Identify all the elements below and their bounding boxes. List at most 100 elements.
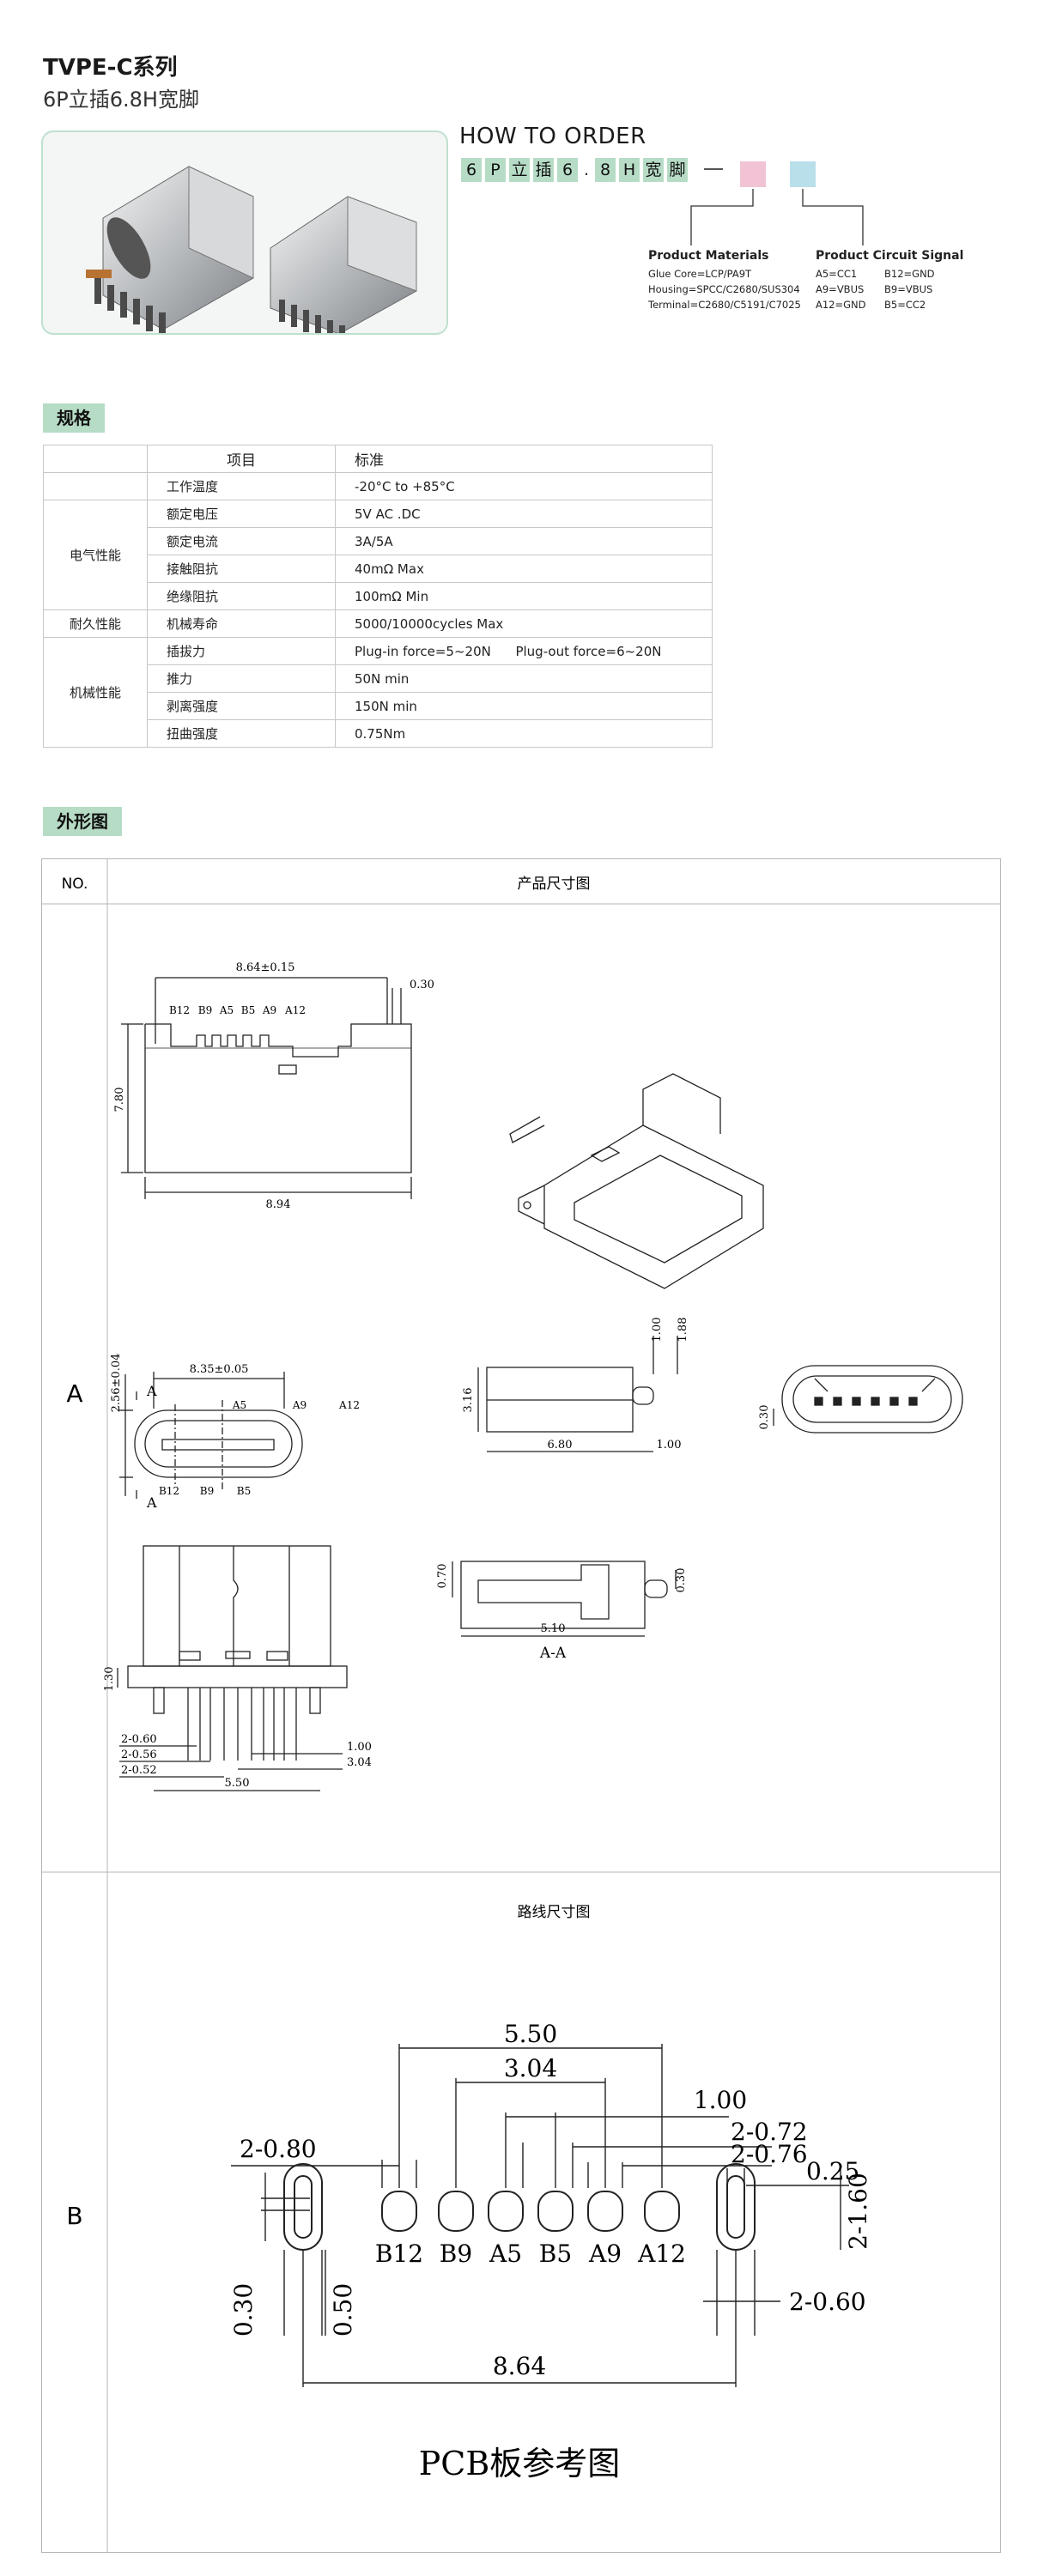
circuit-line: B12=GND	[884, 268, 935, 280]
b-title: 路线尺寸图	[518, 1904, 591, 1921]
spec-item: 工作温度	[147, 472, 336, 500]
a-top-pin-label: B5	[241, 1004, 255, 1016]
spec-item: 推力	[147, 664, 336, 693]
table-row: 工作温度 -20°C to +85°C	[43, 472, 713, 500]
pcb-caption: PCB板参考图	[419, 2445, 621, 2482]
a-front-top-pin: A12	[338, 1399, 360, 1411]
spec-item: 额定电压	[147, 500, 336, 528]
spec-item: 接触阻抗	[147, 555, 336, 583]
a-end-view	[773, 1365, 963, 1433]
materials-list: Glue Core=LCP/PA9T Housing=SPCC/C2680/SU…	[648, 266, 801, 312]
table-row: 耐久性能 机械寿命 5000/10000cycles Max	[43, 609, 713, 638]
spec-item: 扭曲强度	[147, 719, 336, 748]
table-row: 绝缘阻抗 100mΩ Min	[44, 582, 713, 610]
b-pin-label: A12	[637, 2240, 686, 2268]
spec-value: -20°C to +85°C	[335, 472, 713, 500]
spec-value: 3A/5A	[335, 527, 713, 555]
circuit-col2: B12=GND B9=VBUS B5=CC2	[884, 266, 935, 312]
a-dim-bottom-d5: 3.04	[347, 1756, 372, 1769]
b-pin-label: B5	[539, 2240, 572, 2268]
a-side-view	[477, 1336, 678, 1452]
a-dim-front-width: 8.35±0.05	[190, 1363, 249, 1376]
a-top-view	[121, 977, 412, 1199]
spec-value: 50N min	[335, 664, 713, 693]
spec-value: Plug-in force=5~20N Plug-out force=6~20N	[335, 637, 713, 665]
col-no-header: NO.	[62, 876, 88, 893]
b-dim-025: 0.25	[806, 2157, 859, 2185]
circuit-col1: A5=CC1 A9=VBUS A12=GND	[816, 266, 866, 312]
a-iso-view	[509, 1073, 764, 1289]
b-dim-072: 2-0.72	[731, 2118, 808, 2146]
b-pin-label: A5	[489, 2240, 522, 2268]
spec-group-electrical: 电气性能	[43, 500, 148, 610]
a-front-bottom-pin: B9	[200, 1485, 214, 1497]
a-dim-top-width: 8.64±0.15	[236, 961, 295, 974]
drawing-table: NO. 产品尺寸图 A B 8.64±0.15 0.30 B12 B9 A5 B…	[41, 858, 1001, 2553]
b-dim-550: 5.50	[504, 2020, 557, 2048]
a-dim-bottom-d3: 2-0.52	[121, 1764, 157, 1777]
spec-header-row: 项目 标准	[43, 445, 713, 473]
a-dim-side-height: 3.16	[462, 1388, 475, 1413]
table-row: 剥离强度 150N min	[44, 692, 713, 720]
materials-line: Housing=SPCC/C2680/SUS304	[648, 283, 800, 295]
a-bottom-view	[117, 1545, 348, 1791]
materials-heading: Product Materials	[648, 249, 769, 263]
circuit-line: A5=CC1	[816, 268, 858, 280]
a-front-bottom-pin: B5	[237, 1485, 251, 1497]
b-dim-060: 2-0.60	[789, 2288, 866, 2316]
b-dims: 5.50 3.04 1.00 2-0.72 2-0.76 2-0.80 0.25…	[229, 2020, 872, 2380]
order-code-char: 8	[595, 158, 616, 182]
spec-table: 项目 标准 工作温度 -20°C to +85°C 电气性能 额定电压 5V A…	[43, 445, 713, 748]
a-front-view	[119, 1372, 303, 1499]
col-title-header: 产品尺寸图	[518, 876, 591, 893]
order-leader-lines	[690, 189, 864, 245]
order-code-char: H	[619, 158, 640, 182]
circuit-line: B9=VBUS	[884, 283, 933, 295]
drawing-svg: NO. 产品尺寸图 A B 8.64±0.15 0.30 B12 B9 A5 B…	[42, 859, 1000, 2552]
a-top-pin-label: B12	[169, 1004, 190, 1016]
circuit-line: A9=VBUS	[816, 283, 865, 295]
table-row: 机械性能 插拔力 Plug-in force=5~20N Plug-out fo…	[43, 637, 713, 748]
a-dim-bottom-d2: 2-0.56	[121, 1749, 157, 1761]
b-dim-050: 0.50	[329, 2283, 357, 2337]
a-dim-height: 7.80	[113, 1088, 126, 1112]
spec-header-standard: 标准	[335, 445, 713, 473]
a-dim-side-d2: 1.88	[677, 1318, 689, 1343]
a-dim-bottom-width: 5.50	[225, 1777, 250, 1790]
spec-item: 额定电流	[147, 527, 336, 555]
row-a-label: A	[66, 1379, 82, 1408]
spec-item: 机械寿命	[147, 609, 336, 638]
circuit-line: B5=CC2	[884, 299, 926, 311]
a-top-pin-label: A5	[219, 1004, 234, 1016]
order-dash	[704, 168, 723, 170]
a-dim-section-2: 0.30	[675, 1568, 688, 1593]
order-code-char: 宽	[643, 158, 664, 182]
spec-value: 150N min	[335, 692, 713, 720]
materials-line: Terminal=C2680/C5191/C7025	[648, 299, 801, 311]
order-code-char: 插	[533, 158, 554, 182]
a-dim-section-width: 5.10	[541, 1622, 566, 1635]
a-front-top-pin: A5	[232, 1399, 246, 1411]
table-row: 扭曲强度 0.75Nm	[44, 719, 713, 748]
spec-value: 5V AC .DC	[335, 500, 713, 528]
a-dim-top-gap: 0.30	[410, 979, 434, 991]
order-code-char: 立	[509, 158, 530, 182]
order-code-char: .	[583, 161, 590, 179]
materials-option-box	[740, 161, 766, 187]
order-code-char: 6	[557, 158, 578, 182]
a-section-mark-top: A	[146, 1383, 157, 1399]
circuit-line: A12=GND	[816, 299, 866, 311]
table-row: 额定电流 3A/5A	[44, 527, 713, 555]
page-subtitle: 6P立插6.8H宽脚	[43, 88, 199, 112]
spec-value: 100mΩ Min	[335, 582, 713, 610]
a-top-pin-label: A12	[284, 1004, 306, 1016]
b-dim-030: 0.30	[229, 2283, 258, 2337]
drawing-section-tag: 外形图	[43, 807, 122, 836]
product-photo	[41, 130, 448, 348]
order-code-char: 脚	[667, 158, 688, 182]
page-title: TVPE-C系列	[43, 55, 178, 81]
b-footprint	[231, 2044, 849, 2387]
a-dim-side-width2: 1.00	[657, 1439, 682, 1452]
spec-group-mechanical: 机械性能	[43, 637, 148, 748]
spec-item: 剥离强度	[147, 692, 336, 720]
